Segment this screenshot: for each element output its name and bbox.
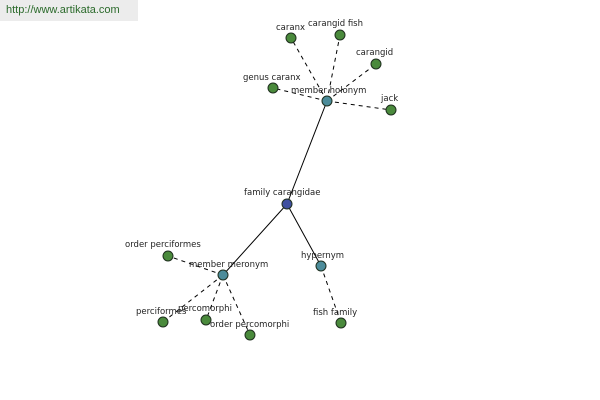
label-perciformes[interactable]: perciformes [136,307,187,317]
node-percomorphi[interactable] [200,314,212,326]
edge-member-holonym-to-carangid [326,63,377,102]
node-fish-family[interactable] [335,317,347,329]
label-genus-caranx[interactable]: genus caranx [243,73,301,83]
node-carangid-fish[interactable] [334,29,346,41]
label-order-percomorphi[interactable]: order percomorphi [210,320,289,330]
label-carangid-fish[interactable]: carangid fish [308,19,363,29]
node-caranx[interactable] [285,32,297,44]
edge-member-meronym-to-percomorphi [205,274,224,321]
label-order-perciformes[interactable]: order perciformes [125,240,201,250]
node-jack[interactable] [385,104,397,116]
label-jack[interactable]: jack [380,94,398,104]
nodes-layer [157,29,397,341]
node-member-holonym[interactable] [321,95,333,107]
edge-family-carangidae-to-hypernym [286,203,322,267]
edge-member-meronym-to-order-perciformes [167,255,224,276]
node-genus-caranx[interactable] [267,82,279,94]
label-member-meronym[interactable]: member meronym [189,260,268,270]
edge-member-holonym-to-jack [326,100,392,111]
labels-layer: family carangidae member holonym member me… [125,19,398,330]
label-carangid[interactable]: carangid [356,48,393,58]
node-order-percomorphi[interactable] [244,329,256,341]
node-order-perciformes[interactable] [162,250,174,262]
node-hypernym[interactable] [315,260,327,272]
edge-family-carangidae-to-member-holonym [286,100,328,205]
node-carangid[interactable] [370,58,382,70]
label-member-holonym[interactable]: member holonym [291,86,366,96]
node-perciformes[interactable] [157,316,169,328]
watermark-url: http://www.artikata.com [0,0,138,21]
label-caranx[interactable]: caranx [276,23,305,33]
edge-hypernym-to-fish-family [320,265,342,324]
label-percomorphi[interactable]: percomorphi [178,304,232,314]
edge-member-holonym-to-carangid-fish [326,34,341,102]
node-member-meronym[interactable] [217,269,229,281]
node-family-carangidae[interactable] [281,198,293,210]
edge-member-holonym-to-genus-caranx [272,87,328,102]
edge-family-carangidae-to-member-meronym [222,203,288,276]
label-family-carangidae[interactable]: family carangidae [244,188,321,198]
edge-member-meronym-to-order-percomorphi [222,274,251,336]
edges-layer [162,34,392,336]
label-hypernym[interactable]: hypernym [301,251,344,261]
label-fish-family[interactable]: fish family [313,308,357,318]
